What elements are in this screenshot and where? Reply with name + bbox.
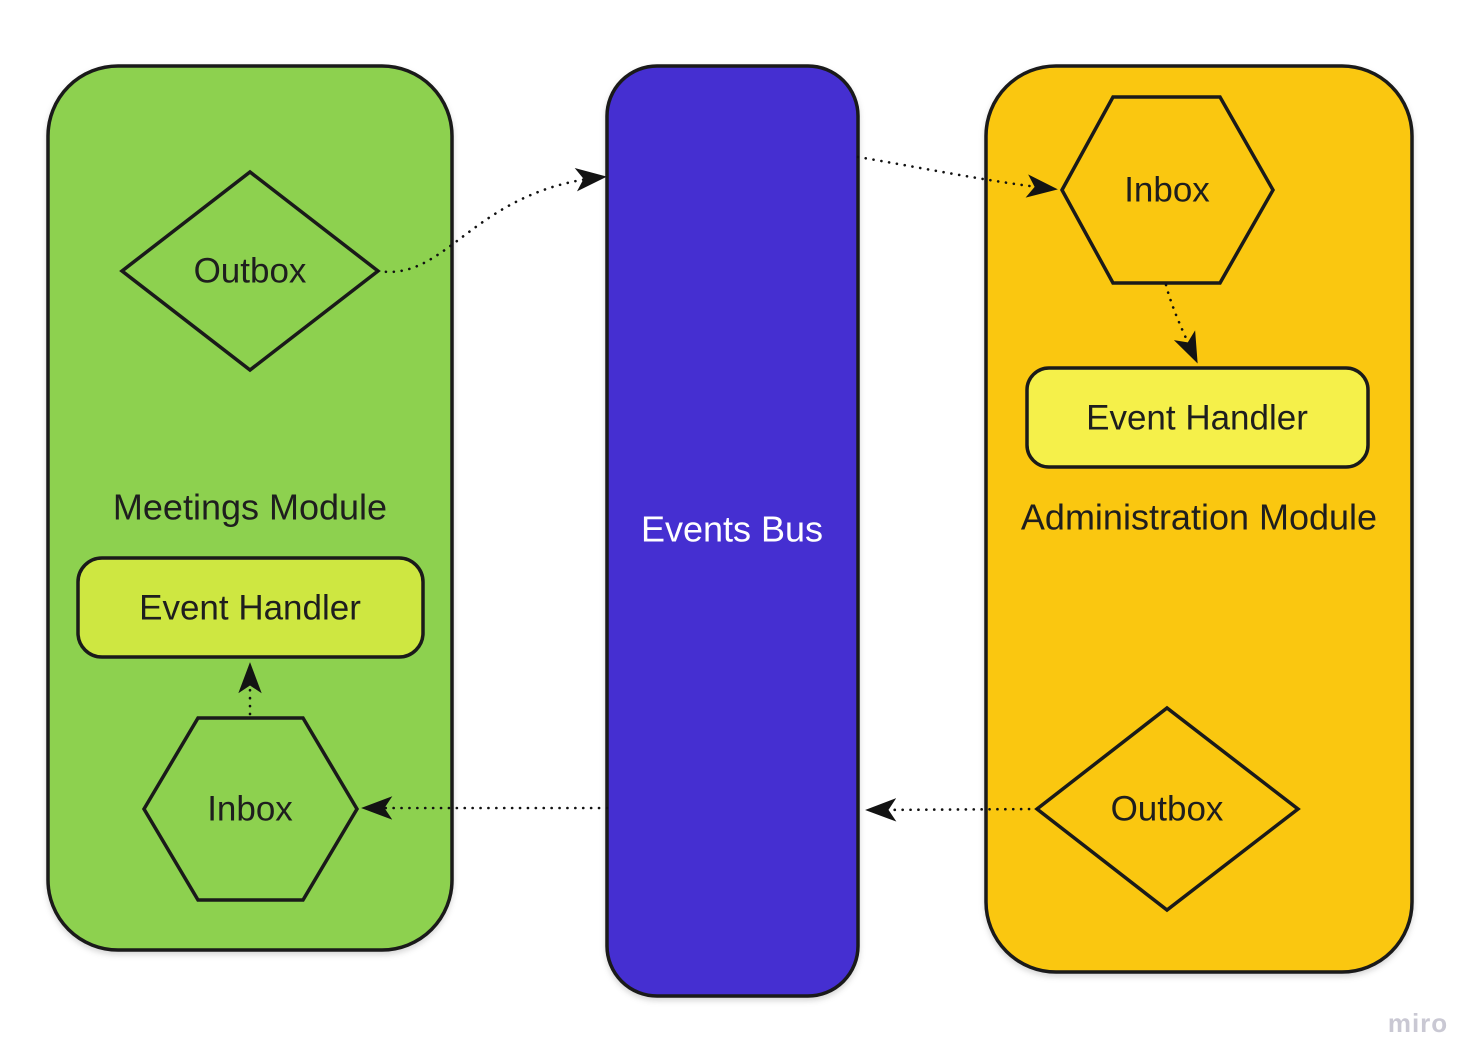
administration-module-title: Administration Module bbox=[1021, 497, 1377, 538]
administration-module-container[interactable] bbox=[984, 64, 1414, 974]
meetings-module-title: Meetings Module bbox=[113, 487, 387, 528]
events-bus-label: Events Bus bbox=[641, 509, 823, 550]
administration-module: Administration Module Inbox Event Handle… bbox=[984, 64, 1414, 974]
administration-inbox-label: Inbox bbox=[1124, 171, 1210, 210]
administration-inbox-hexagon[interactable] bbox=[1060, 95, 1276, 285]
administration-outbox-diamond[interactable] bbox=[1034, 705, 1301, 913]
meetings-module: Meetings Module Outbox Event Handler Inb… bbox=[46, 64, 454, 952]
administration-event-handler-box[interactable] bbox=[1025, 366, 1370, 469]
meetings-event-handler-box[interactable] bbox=[76, 556, 425, 659]
meetings-inbox-label: Inbox bbox=[207, 790, 293, 829]
connectors bbox=[238, 155, 1198, 822]
meetings-event-handler-label: Event Handler bbox=[139, 589, 361, 628]
events-bus-container[interactable] bbox=[605, 64, 860, 998]
administration-outbox-label: Outbox bbox=[1111, 790, 1224, 829]
miro-logo: miro bbox=[1388, 1008, 1448, 1038]
connector-administration-inbox-to-event-handler[interactable] bbox=[1164, 283, 1198, 364]
administration-event-handler-label: Event Handler bbox=[1086, 399, 1308, 438]
meetings-outbox-label: Outbox bbox=[194, 252, 307, 291]
meetings-inbox-hexagon[interactable] bbox=[141, 716, 360, 902]
connector-events-bus-to-administration-inbox[interactable] bbox=[856, 155, 1058, 198]
events-bus: Events Bus bbox=[605, 64, 860, 998]
